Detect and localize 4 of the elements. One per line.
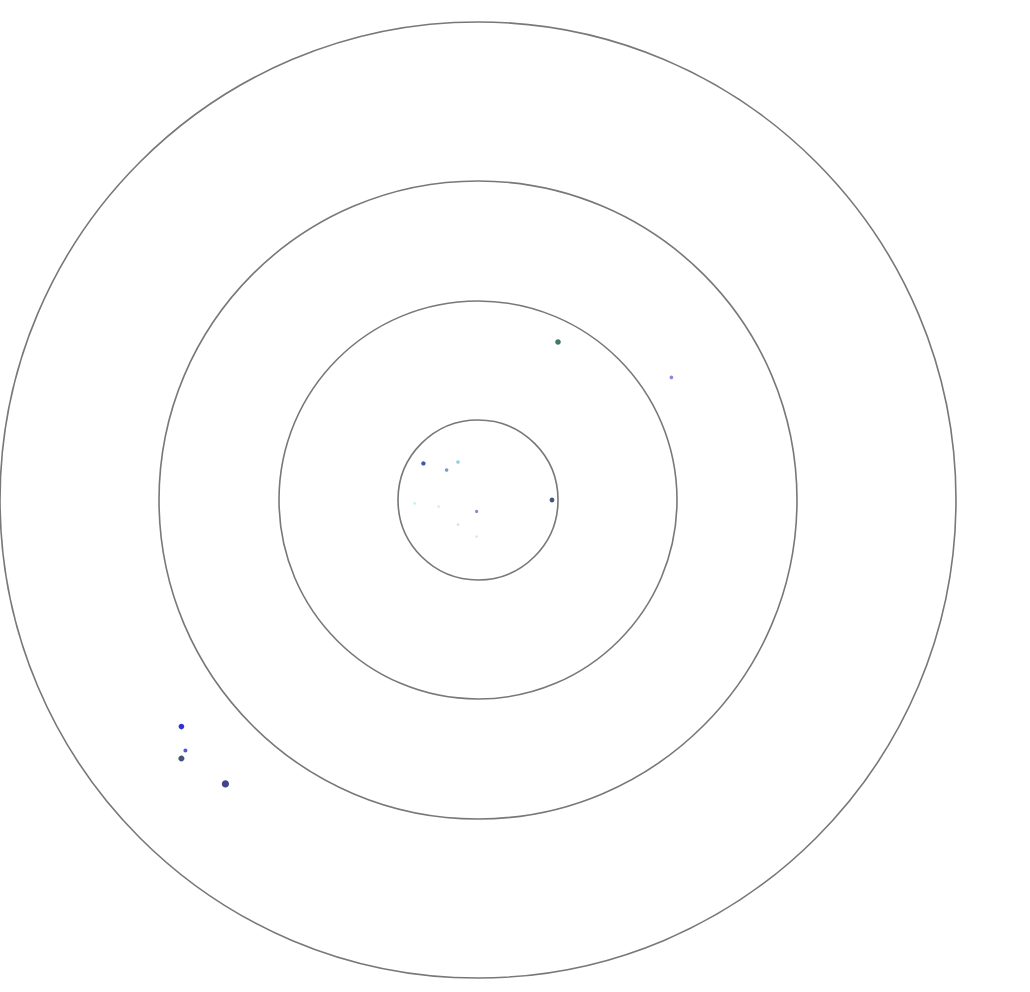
ring	[158, 180, 798, 820]
ring	[0, 21, 957, 979]
ring	[397, 419, 559, 581]
ring	[278, 300, 678, 700]
